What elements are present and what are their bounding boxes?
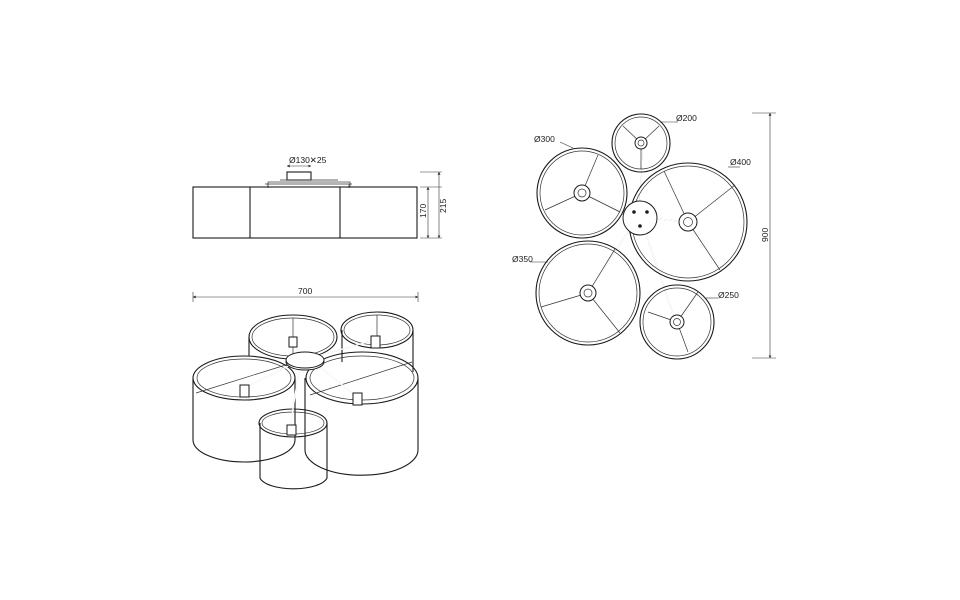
canopy	[286, 171, 312, 181]
shade-300	[536, 147, 628, 239]
shade-label-400: Ø400	[730, 157, 751, 167]
sockets	[239, 335, 381, 436]
shade-label-300: Ø300	[534, 134, 555, 144]
width-dimension-label: 700	[298, 286, 312, 296]
shade-front	[258, 408, 328, 490]
shade-left	[192, 355, 296, 463]
total-height-label: 215	[438, 199, 448, 213]
shade-label-250: Ø250	[718, 290, 739, 300]
shade-height-label: 170	[418, 204, 428, 218]
perspective-view: 700	[192, 286, 419, 490]
top-view: Ø200 Ø300 Ø400 Ø350 Ø250 900	[512, 112, 776, 360]
shade-right	[304, 351, 419, 476]
side-view: Ø130✕25 170 215	[192, 155, 448, 239]
canopy	[622, 200, 658, 236]
shade-label-350: Ø350	[512, 254, 533, 264]
overall-height-label: 900	[760, 228, 770, 242]
canopy-dimension-label: Ø130✕25	[289, 155, 327, 165]
shade-200	[611, 113, 671, 173]
shade-250	[639, 284, 715, 360]
shade-350	[535, 240, 641, 346]
shade-label-200: Ø200	[676, 113, 697, 123]
shade-body	[192, 186, 418, 239]
